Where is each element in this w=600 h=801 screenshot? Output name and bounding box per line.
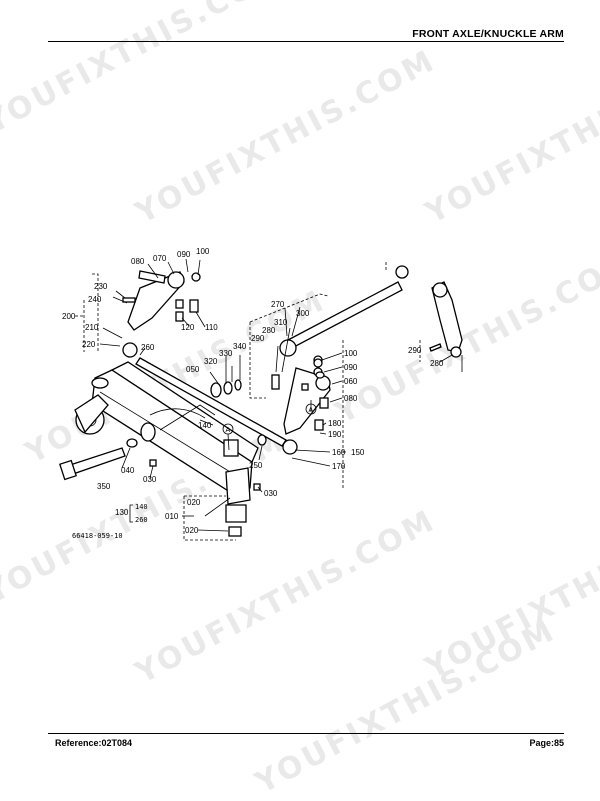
callout-090: 090 [177, 250, 191, 259]
page-title: FRONT AXLE/KNUCKLE ARM [412, 28, 564, 40]
callout-010: 010 [165, 512, 179, 521]
callout-350: 350 [97, 482, 111, 491]
knuckle-housing [223, 439, 251, 537]
callout-280: 280 [262, 326, 276, 335]
callout-220: 220 [82, 340, 96, 349]
callout-230: 230 [94, 282, 108, 291]
reference-code: Reference:02T084 [55, 738, 133, 748]
drag-link [279, 265, 409, 357]
group-brackets [75, 262, 421, 541]
callout-190: 190 [328, 430, 342, 439]
callout-290: 290 [408, 346, 422, 355]
marker-a-label: A [309, 407, 314, 414]
tie-rod [122, 342, 298, 455]
leader-lines [99, 258, 453, 532]
callout-260: 260 [135, 516, 148, 524]
front-axle-beam [74, 361, 259, 493]
pivot-pin [59, 447, 126, 481]
reference-marker-a: A A [222, 403, 317, 435]
callout-260: 260 [141, 343, 155, 352]
callout-140: 140 [198, 421, 212, 430]
right-knuckle-arm [283, 355, 331, 435]
callout-330: 330 [219, 349, 233, 358]
callout-290: 290 [251, 334, 265, 343]
callout-040: 040 [121, 466, 135, 475]
page-number: Page:85 [529, 738, 564, 748]
callout-170: 170 [332, 462, 346, 471]
washers [122, 297, 442, 491]
callout-320: 320 [204, 357, 218, 366]
callout-250: 250 [249, 461, 263, 470]
callout-240: 240 [88, 295, 102, 304]
callout-210: 210 [85, 323, 99, 332]
callout-130: 130 [115, 508, 129, 517]
parts-diagram: 080 070 090 100 230 240 200 210 220 260 … [59, 247, 463, 541]
callout-340: 340 [233, 342, 247, 351]
callout-180: 180 [328, 419, 342, 428]
callout-200: 200 [62, 312, 76, 321]
callout-300: 300 [296, 309, 310, 318]
callout-100: 100 [196, 247, 210, 256]
callout-020: 020 [185, 526, 199, 535]
left-knuckle-arm [127, 270, 201, 331]
callout-020: 020 [187, 498, 201, 507]
callout-080: 080 [131, 257, 145, 266]
callout-060: 060 [344, 377, 358, 386]
callout-030: 030 [143, 475, 157, 484]
callout-090: 090 [344, 363, 358, 372]
callout-270: 270 [271, 300, 285, 309]
callout-100: 100 [344, 349, 358, 358]
callout-110: 110 [205, 323, 218, 332]
callout-140: 140 [135, 503, 148, 511]
callout-080: 080 [344, 394, 358, 403]
callout-310: 310 [274, 318, 288, 327]
header-divider [48, 41, 564, 42]
callout-150: 150 [351, 448, 365, 457]
callout-160: 160 [332, 448, 346, 457]
callout-bracket [129, 504, 133, 523]
callout-030: 030 [264, 489, 278, 498]
callout-050: 050 [186, 365, 200, 374]
marker-a-label: A [226, 427, 231, 434]
drawing-number: 66418-059-10 [72, 532, 123, 540]
callout-070: 070 [153, 254, 167, 263]
footer-divider [48, 733, 564, 734]
callout-labels: 080 070 090 100 230 240 200 210 220 260 … [62, 247, 444, 540]
callout-280: 280 [430, 359, 444, 368]
knuckle-arm-detail [431, 281, 463, 372]
callout-120: 120 [181, 323, 195, 332]
